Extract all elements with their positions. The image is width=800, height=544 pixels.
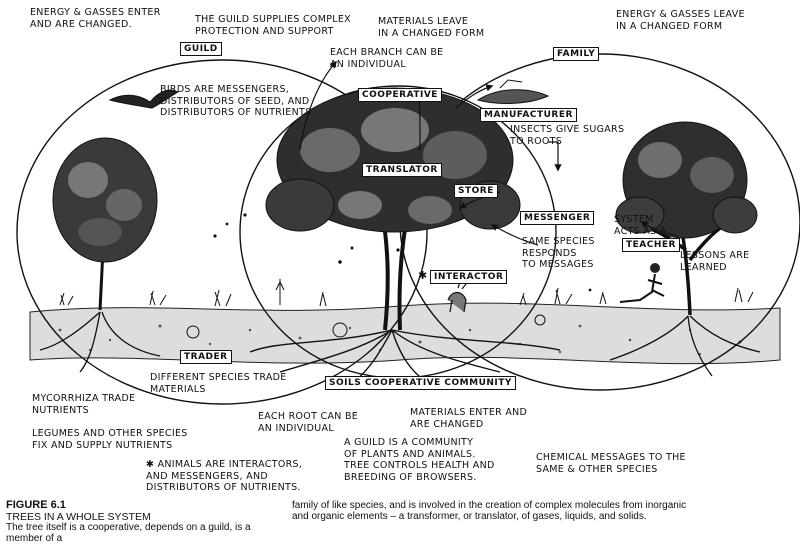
label-interactor: INTERACTOR [430, 270, 508, 284]
flow-arrows [299, 60, 679, 246]
note-system-acts: SYSTEM ACTS AS A [614, 214, 667, 237]
animal-drawing [447, 281, 467, 313]
label-trader: TRADER [180, 350, 232, 364]
note-guild-supplies: THE GUILD SUPPLIES COMPLEX PROTECTION AN… [195, 14, 351, 37]
label-teacher: TEACHER [622, 238, 680, 252]
figure-caption-left: The tree itself is a cooperative, depend… [6, 522, 251, 544]
note-guild-community: A GUILD IS A COMMUNITY OF PLANTS AND ANI… [344, 437, 495, 483]
manufacturer-leaf [476, 79, 550, 104]
label-manufacturer: MANUFACTURER [480, 108, 577, 122]
label-guild: GUILD [180, 42, 222, 56]
interactor-star: ✱ [418, 269, 428, 282]
note-same-species: SAME SPECIES RESPONDS TO MESSAGES [522, 236, 595, 270]
note-lessons: LESSONS ARE LEARNED [680, 250, 750, 273]
label-family: FAMILY [553, 47, 600, 61]
right-tree [609, 121, 761, 377]
label-cooperative: COOPERATIVE [358, 88, 442, 102]
left-tree [39, 137, 161, 373]
note-each-branch: EACH BRANCH CAN BE AN INDIVIDUAL [330, 47, 444, 70]
note-materials-leave: MATERIALS LEAVE IN A CHANGED FORM [378, 16, 485, 39]
note-legumes: LEGUMES AND OTHER SPECIES FIX AND SUPPLY… [32, 428, 188, 451]
note-animals: ✱ ANIMALS ARE INTERACTORS, AND MESSENGER… [146, 459, 303, 493]
note-insects: INSECTS GIVE SUGARS TO ROOTS [510, 124, 625, 147]
figure-title: TREES IN A WHOLE SYSTEM [6, 511, 151, 523]
note-energy-enter: ENERGY & GASSES ENTER AND ARE CHANGED. [30, 7, 161, 30]
figure-caption-right: family of like species, and is involved … [292, 500, 687, 523]
note-each-root: EACH ROOT CAN BE AN INDIVIDUAL [258, 411, 359, 434]
note-materials-enter: MATERIALS ENTER AND ARE CHANGED [410, 407, 528, 430]
note-chemical: CHEMICAL MESSAGES TO THE SAME & OTHER SP… [536, 452, 686, 475]
label-soils-community: SOILS COOPERATIVE COMMUNITY [325, 376, 516, 390]
insect-drawings [213, 213, 592, 292]
label-translator: TRANSLATOR [362, 163, 442, 177]
note-different-species: DIFFERENT SPECIES TRADE MATERIALS [150, 372, 287, 395]
guild-circle [16, 59, 428, 405]
note-energy-leave: ENERGY & GASSES LEAVE IN A CHANGED FORM [616, 9, 745, 32]
seated-person [619, 263, 665, 303]
central-tree [249, 87, 561, 387]
note-birds: BIRDS ARE MESSENGERS, DISTRIBUTORS OF SE… [160, 84, 312, 118]
bird-drawing [108, 89, 180, 109]
label-messenger: MESSENGER [520, 211, 595, 225]
label-store: STORE [454, 184, 498, 198]
figure-number: FIGURE 6.1 [6, 499, 66, 511]
ground-plants [59, 279, 754, 307]
note-mycorrhiza: MYCORRHIZA TRADE NUTRIENTS [32, 393, 136, 416]
marker-circles [186, 314, 546, 339]
